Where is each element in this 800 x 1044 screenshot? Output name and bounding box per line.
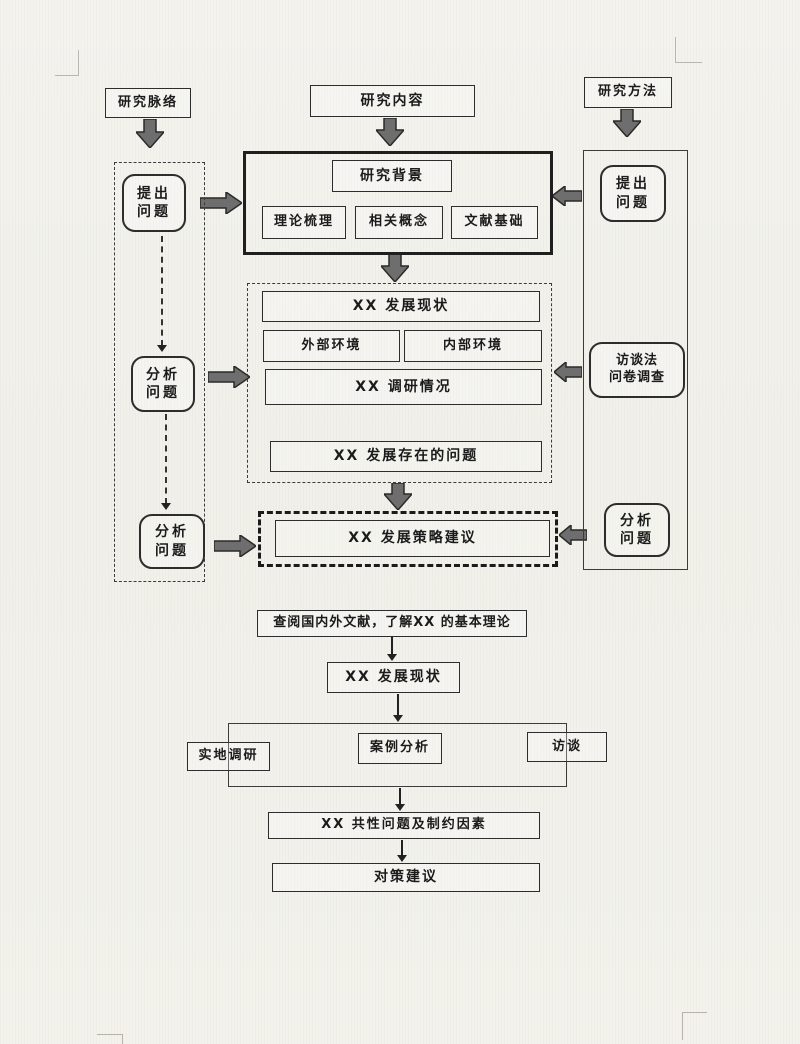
external-environment-label: 外部环境 — [301, 337, 362, 353]
interview-method-line2: 问卷调查 — [608, 370, 665, 385]
crop-mark-top-left — [55, 50, 79, 76]
raise-question-line2: 问题 — [616, 194, 650, 211]
interview-label: 访谈 — [551, 738, 582, 754]
strategy-suggestion-box: XX 发展策略建议 — [275, 520, 550, 557]
interview-questionnaire-box: 访谈法 问卷调查 — [589, 342, 685, 398]
field-research-label: 实地调研 — [198, 748, 259, 764]
strategy-suggestion-label: XX 发展策略建议 — [348, 530, 477, 547]
analyze-question-line2: 问题 — [146, 385, 180, 401]
related-concepts-box: 相关概念 — [355, 206, 443, 239]
research-content-box: 研究内容 — [310, 85, 475, 117]
analyze-question-line1: 分析 — [146, 366, 180, 383]
internal-environment-label: 内部环境 — [442, 337, 503, 353]
survey-situation-label: XX 调研情况 — [355, 378, 452, 395]
block-arrow-down-icon — [376, 118, 404, 146]
theory-review-box: 理论梳理 — [262, 206, 346, 239]
research-background-box: 研究背景 — [332, 160, 452, 192]
thin-arrow-down-icon — [391, 694, 405, 722]
block-arrow-right-icon — [200, 192, 242, 214]
countermeasures-box: 对策建议 — [272, 863, 540, 892]
block-arrow-left-icon — [554, 362, 582, 382]
research-method-box: 研究方法 — [584, 77, 672, 108]
block-arrow-right-icon — [208, 366, 250, 388]
development-status-bottom-label: XX 发展现状 — [345, 669, 442, 686]
existing-problems-label: XX 发展存在的问题 — [333, 448, 479, 465]
left-analyze-question-2-box: 分析 问题 — [139, 514, 205, 569]
block-arrow-left-icon — [552, 186, 582, 206]
research-background-label: 研究背景 — [360, 167, 424, 184]
right-track-container — [583, 150, 688, 570]
literature-review-box: 查阅国内外文献，了解XX 的基本理论 — [257, 610, 527, 637]
crop-mark-bottom-right — [682, 1012, 707, 1040]
background-block-container — [243, 151, 553, 255]
dashed-arrow-down-icon — [155, 236, 169, 352]
analyze-question-line2: 问题 — [155, 542, 189, 559]
literature-basis-box: 文献基础 — [451, 206, 538, 239]
crop-mark-bottom-left — [97, 1034, 123, 1044]
literature-basis-label: 文献基础 — [464, 214, 525, 230]
research-method-label: 研究方法 — [597, 84, 658, 100]
crop-mark-top-right — [675, 37, 702, 63]
development-status-label: XX 发展现状 — [352, 298, 450, 315]
status-block-container — [247, 283, 552, 483]
countermeasures-label: 对策建议 — [374, 869, 438, 886]
research-content-label: 研究内容 — [360, 92, 425, 109]
analyze-question-line2: 问题 — [620, 531, 654, 547]
research-thread-box: 研究脉络 — [105, 88, 191, 118]
field-research-box: 实地调研 — [187, 742, 270, 771]
development-status-box: XX 发展现状 — [262, 291, 540, 322]
theory-review-label: 理论梳理 — [273, 214, 334, 230]
interview-box: 访谈 — [527, 732, 607, 762]
dashed-arrow-down-icon — [159, 414, 173, 510]
block-arrow-left-icon — [559, 525, 587, 545]
right-raise-question-box: 提出 问题 — [600, 165, 666, 222]
thin-arrow-down-icon — [385, 637, 399, 661]
methods-container — [228, 723, 567, 787]
common-problems-label: XX 共性问题及制约因素 — [321, 817, 487, 833]
thin-arrow-down-icon — [395, 840, 409, 862]
common-problems-box: XX 共性问题及制约因素 — [268, 812, 540, 839]
thin-arrow-down-icon — [393, 788, 407, 811]
raise-question-line1: 提出 — [137, 185, 171, 202]
case-analysis-label: 案例分析 — [369, 740, 430, 756]
interview-method-line1: 访谈法 — [615, 353, 658, 369]
raise-question-line2: 问题 — [137, 204, 171, 220]
raise-question-line1: 提出 — [616, 176, 650, 193]
left-raise-question-box: 提出 问题 — [122, 174, 186, 232]
analyze-question-line1: 分析 — [155, 524, 189, 541]
block-arrow-down-icon — [381, 254, 409, 282]
strategy-block-container — [258, 511, 558, 567]
analyze-question-line1: 分析 — [620, 512, 654, 529]
development-status-bottom-box: XX 发展现状 — [327, 662, 460, 693]
case-analysis-box: 案例分析 — [358, 733, 442, 764]
literature-review-label: 查阅国内外文献，了解XX 的基本理论 — [273, 615, 511, 631]
block-arrow-down-icon — [136, 119, 164, 148]
external-environment-box: 外部环境 — [263, 330, 400, 362]
right-analyze-question-box: 分析 问题 — [604, 503, 670, 557]
left-analyze-question-1-box: 分析 问题 — [131, 356, 195, 412]
block-arrow-right-icon — [214, 535, 256, 557]
block-arrow-down-icon — [613, 109, 641, 137]
related-concepts-label: 相关概念 — [368, 214, 429, 230]
block-arrow-down-icon — [384, 483, 412, 510]
existing-problems-box: XX 发展存在的问题 — [270, 441, 542, 472]
survey-situation-box: XX 调研情况 — [265, 369, 542, 405]
internal-environment-box: 内部环境 — [404, 330, 542, 362]
left-track-container — [114, 162, 205, 582]
research-thread-label: 研究脉络 — [117, 94, 178, 110]
